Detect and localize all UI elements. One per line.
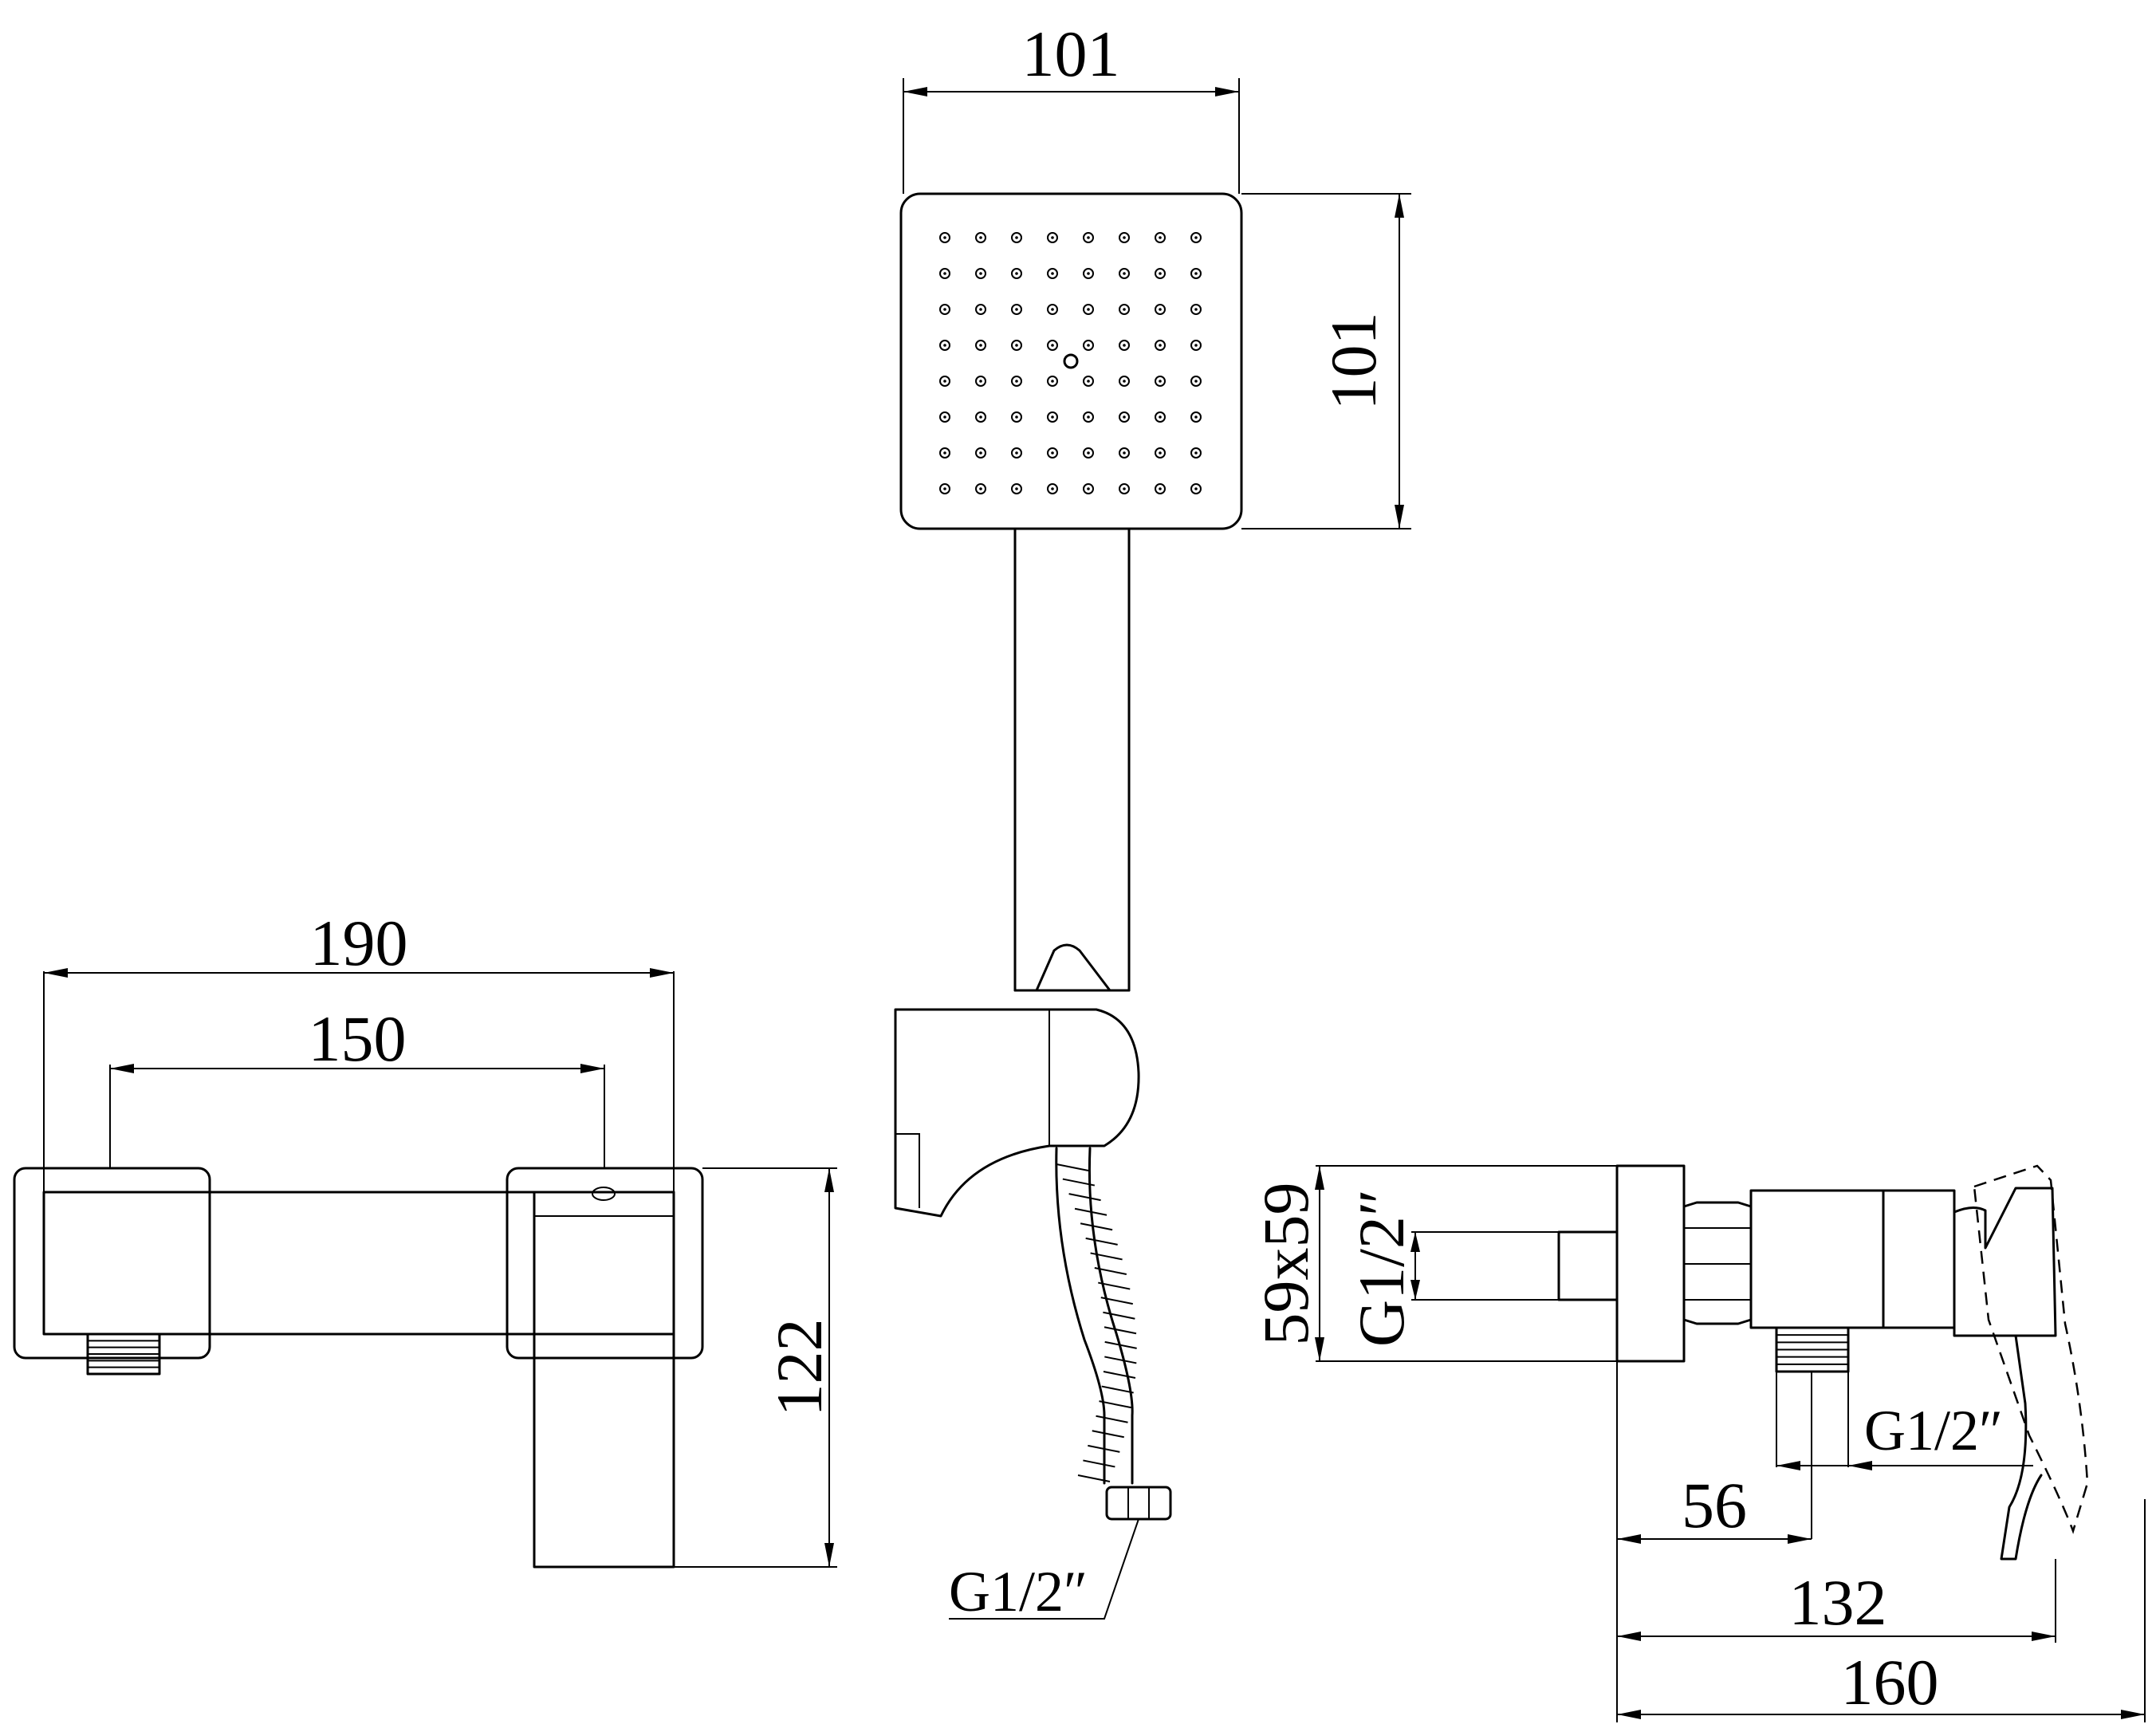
hose-thread-leader — [949, 1518, 1139, 1620]
hose-coils — [1056, 1163, 1137, 1482]
shower-head-outline — [899, 192, 1243, 530]
label-outlet-thread: G1/2″ — [1864, 1399, 2003, 1462]
side-body — [1749, 1189, 1956, 1329]
holder-and-hose: G1/2″ — [894, 943, 1172, 1624]
mixer-lever-block — [533, 1191, 675, 1569]
dim-head-height: 101 — [1317, 313, 1390, 411]
hose-nut — [1105, 1486, 1172, 1521]
left-wall-cap — [13, 1167, 211, 1360]
shower-holder — [894, 1008, 1140, 1218]
dim-center-distance: 150 — [309, 1002, 407, 1075]
label-hose-thread: G1/2″ — [949, 1560, 1088, 1624]
lever-alt-position — [1973, 1164, 2089, 1534]
dim-body-depth: 132 — [1789, 1566, 1887, 1639]
label-wall-thread: G1/2″ — [1345, 1189, 1418, 1347]
dim-outlet-offset: 56 — [1682, 1469, 1747, 1541]
shower-handle — [1013, 527, 1131, 992]
nozzle-grid — [939, 232, 1202, 494]
dim-head-width: 101 — [1022, 18, 1120, 90]
mixer-body — [42, 1191, 675, 1336]
side-lever — [1953, 1187, 2057, 1337]
dim-mixer-height: 122 — [763, 1319, 836, 1417]
hand-shower-view: 101 101 — [899, 18, 1411, 992]
inner-pipe — [1557, 1230, 1619, 1301]
dim-total-depth: 160 — [1841, 1646, 1939, 1718]
wall-plate — [1615, 1164, 1686, 1363]
mixer-front-view: 190 150 122 — [13, 907, 837, 1569]
hose-cone — [1013, 943, 1131, 992]
dim-wall-plate: 59x59 — [1249, 1183, 1322, 1346]
mixer-side-view: G1/2″ 59x59 G1/2″ 56 132 160 — [1249, 1164, 2146, 1722]
dim-total-width: 190 — [310, 907, 408, 979]
